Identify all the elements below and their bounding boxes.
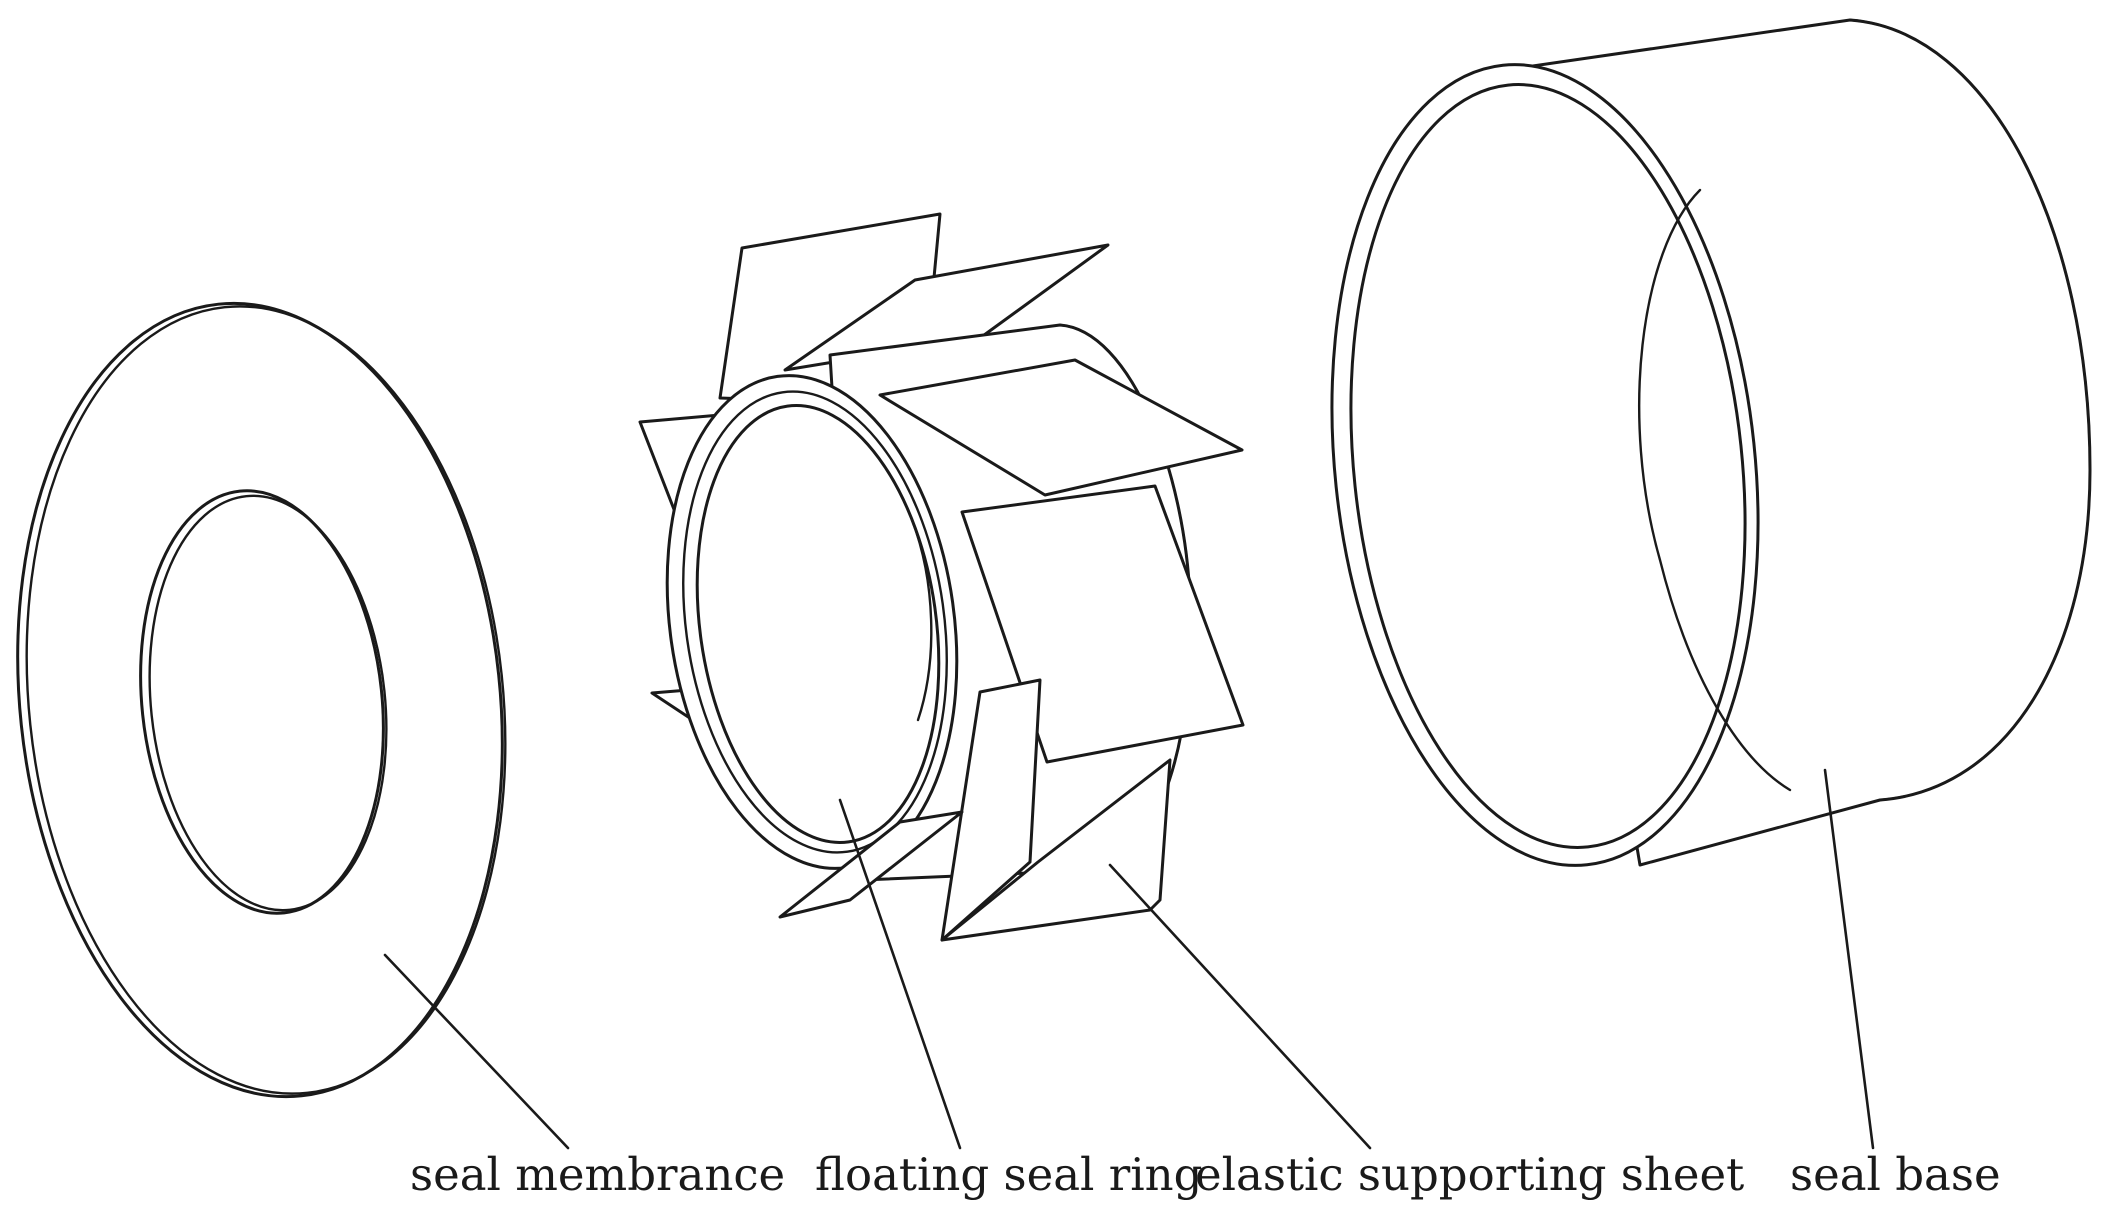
seal-base-front-outer-rim [1330, 63, 1760, 867]
leader-seal-membrance [383, 953, 570, 1150]
seal-base-part [1330, 18, 2092, 867]
label-seal-base: seal base [1790, 1148, 2001, 1201]
seal-base-inner-wall-curve [1638, 188, 1792, 792]
leader-elastic-supporting-sheet [1108, 863, 1372, 1150]
label-floating-seal-ring: floating seal ring [815, 1148, 1203, 1201]
leader-seal-base [1823, 768, 1875, 1150]
floating-seal-ring-assembly [638, 212, 1245, 942]
seal-base-front-inner-rim [1349, 83, 1747, 849]
seal-membrance-outer-edge-back [25, 305, 507, 1095]
elastic-sheet-bottom-left [778, 810, 964, 919]
floating-seal-ring-inner-shadow [910, 518, 933, 722]
elastic-sheet-right-upper [878, 358, 1244, 497]
seal-membrance-inner-hole [139, 489, 385, 915]
seal-membrance-outer-edge [16, 301, 504, 1099]
seal-membrance-part [16, 301, 507, 1099]
seal-base-back-arc [1848, 18, 2092, 802]
elastic-sheet-bottom-right [940, 678, 1042, 942]
label-elastic-supporting-sheet: elastic supporting sheet [1195, 1148, 1745, 1201]
leader-floating-seal-ring [838, 798, 962, 1150]
floating-seal-ring-inner-face-b [695, 404, 941, 844]
label-seal-membrance: seal membrance [410, 1148, 786, 1201]
floating-seal-ring-inner-face-a [682, 390, 948, 854]
elastic-sheet-bottom-front [940, 758, 1172, 942]
seal-membrance-inner-hole-back [148, 494, 388, 912]
leader-lines [383, 768, 1875, 1150]
